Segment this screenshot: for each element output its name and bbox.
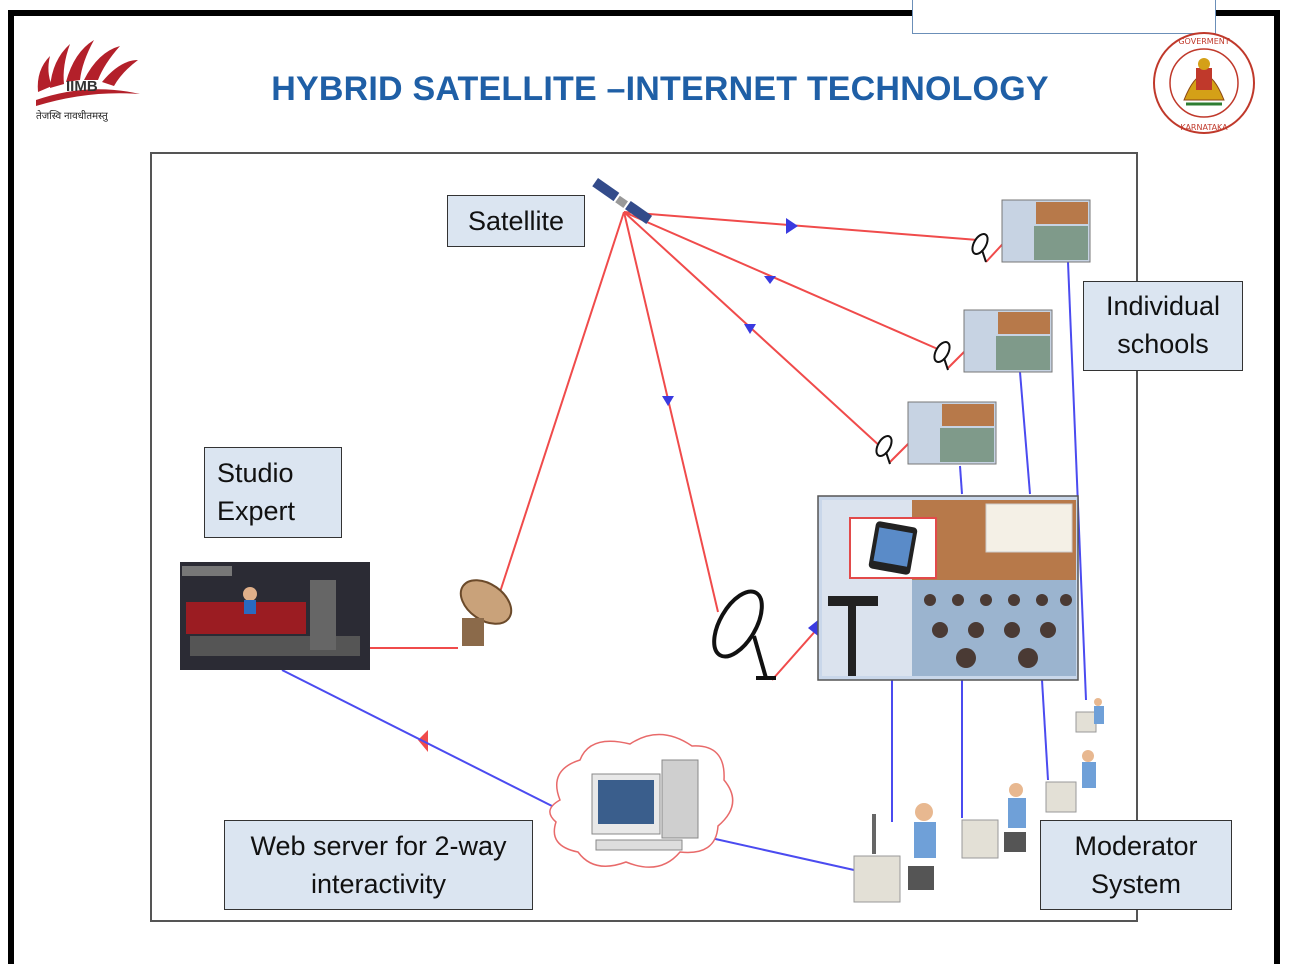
downlink-school3-line [623,211,883,449]
school-image-3 [875,401,997,465]
receiving-dish-icon [712,589,776,680]
studio-expert-line-2: Expert [217,496,296,526]
svg-text:KARNATAKA: KARNATAKA [1180,123,1228,132]
downlink-school1-line [623,211,979,241]
web-server-line-1: Web server for 2-way [250,831,507,861]
karnataka-seal-icon: GOVERMENT KARNATAKA [1153,32,1255,134]
slide-frame [8,10,1280,964]
moderator-system-label: Moderator System [1040,820,1232,910]
moderator-station-2 [961,783,1026,859]
individual-schools-line-2: schools [1117,329,1209,359]
arrow-main [662,396,674,406]
school2-return-line [1019,371,1031,495]
iimb-text: IIMB [66,78,98,95]
school-image-2 [933,309,1053,373]
iimb-logo: IIMB तेजस्वि नावधीतमस्तु [28,30,150,142]
studio-expert-label: Studio Expert [204,447,342,538]
classroom-return-3 [1041,679,1049,781]
computer-icon [591,759,699,851]
direction-arrows [418,218,818,752]
downlink-school2-line [623,211,941,351]
arrow-school2 [764,276,776,284]
individual-schools-label: Individual schools [1083,281,1243,371]
iimb-motto: तेजस्वि नावधीतमस्तु [36,111,108,122]
downlink-main-line [623,211,719,613]
moderator-system-line-1: Moderator [1074,831,1198,861]
arrow-school1 [786,218,798,234]
iimb-flame-icon [36,40,140,106]
svg-text:GOVERMENT: GOVERMENT [1178,37,1229,46]
satellite-icon [592,178,653,225]
internet-links [281,261,1087,871]
studio-expert-line-1: Studio [217,458,294,488]
dish-to-classroom-line [771,627,819,681]
school-dish-1 [971,233,989,263]
school-dish-2 [933,341,951,371]
moderator-station-4 [1075,698,1104,733]
placeholder-box [912,0,1216,34]
studio-image [180,562,370,670]
main-classroom-image [817,495,1079,681]
school3-return-line [959,465,963,495]
uplink-line [499,211,625,593]
satellite-label: Satellite [447,195,585,247]
school-dish-3 [875,435,893,465]
satellite-links [370,211,1011,681]
web-server-line-2: interactivity [310,869,447,899]
webserver-to-moderator-line [701,835,855,871]
web-server-label: Web server for 2-way interactivity [224,820,533,910]
moderator-station-3 [1045,750,1096,813]
school-image-1 [971,199,1091,263]
arrow-school3 [744,324,756,334]
satellite-label-text: Satellite [467,206,565,236]
studio-to-webserver-line [281,669,553,807]
uplink-dish-icon [459,579,513,646]
slide-title: HYBRID SATELLITE –INTERNET TECHNOLOGY [271,70,1049,108]
school1-return-line [1067,261,1087,701]
moderator-system-line-2: System [1090,869,1182,899]
arrow-classroom [808,620,818,636]
moderator-station-1 [853,803,936,903]
individual-schools-line-1: Individual [1105,291,1221,321]
